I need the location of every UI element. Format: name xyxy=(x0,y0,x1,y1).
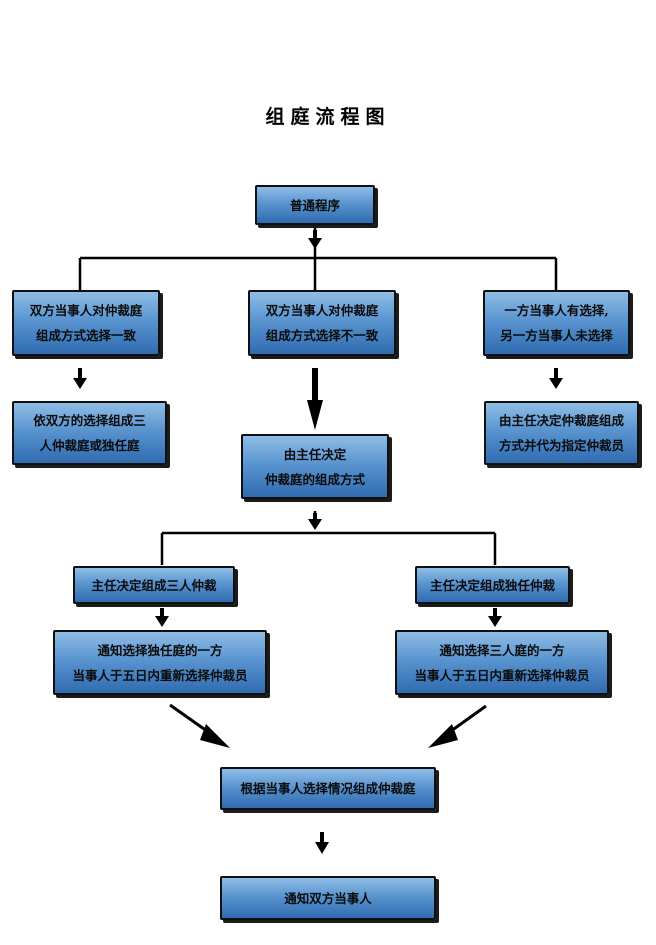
arrow-head-mid xyxy=(307,400,323,430)
node-mid-director-line-1: 由主任决定 xyxy=(283,446,347,462)
node-sole-arbitrator-line-1: 主任决定组成独任仲裁 xyxy=(429,577,555,593)
node-notify-parties: 通知双方当事人 xyxy=(220,876,436,920)
arrow-head-director xyxy=(308,519,322,530)
node-form-tribunal-line-1: 根据当事人选择情况组成仲裁庭 xyxy=(240,781,416,796)
node-mid-director-line-2: 仲裁庭的组成方式 xyxy=(264,471,365,487)
node-left-agree: 双方当事人对仲裁庭 组成方式选择一致 xyxy=(12,290,160,356)
node-right-result: 由主任决定仲裁庭组成 方式并代为指定仲裁员 xyxy=(484,401,639,465)
node-right-one-side: 一方当事人有选择, 另一方当事人未选择 xyxy=(483,290,630,356)
arrow-shaft-director xyxy=(313,513,317,521)
node-left-result-line-1: 依双方的选择组成三 xyxy=(33,413,146,428)
arrow-shaft-final xyxy=(320,832,324,844)
arrow-diagonal-left-head xyxy=(200,724,230,748)
node-right-result-line-2: 方式并代为指定仲裁员 xyxy=(498,438,624,453)
arrow-shaft-sole xyxy=(493,608,497,618)
node-sole-arbitrator: 主任决定组成独任仲裁 xyxy=(415,566,570,604)
node-mid-disagree-line-1: 双方当事人对仲裁庭 xyxy=(265,303,379,318)
arrow-shaft-left xyxy=(78,368,82,379)
node-notify-three: 通知选择三人庭的一方 当事人于五日内重新选择仲裁员 xyxy=(395,630,609,695)
arrow-shaft-start xyxy=(313,230,317,238)
node-notify-sole-line-1: 通知选择独任庭的一方 xyxy=(97,642,223,658)
node-right-one-side-line-1: 一方当事人有选择, xyxy=(504,303,609,318)
arrow-head-sole xyxy=(488,616,502,627)
node-left-result: 依双方的选择组成三 人仲裁庭或独任庭 xyxy=(12,401,167,465)
arrow-diagonal-right-head xyxy=(428,724,458,748)
page-title: 组庭流程图 xyxy=(265,106,391,128)
arrow-head-left xyxy=(73,378,87,389)
node-notify-three-line-1: 通知选择三人庭的一方 xyxy=(439,642,565,658)
node-start: 普通程序 xyxy=(255,185,375,225)
arrow-shaft-mid xyxy=(312,368,318,406)
node-mid-disagree: 双方当事人对仲裁庭 组成方式选择不一致 xyxy=(248,290,396,356)
node-left-agree-line-1: 双方当事人对仲裁庭 xyxy=(29,303,143,318)
node-right-one-side-line-2: 另一方当事人未选择 xyxy=(500,328,613,343)
node-left-agree-line-2: 组成方式选择一致 xyxy=(35,328,136,343)
node-right-result-line-1: 由主任决定仲裁庭组成 xyxy=(498,413,624,428)
node-form-tribunal: 根据当事人选择情况组成仲裁庭 xyxy=(220,767,436,810)
node-left-result-line-2: 人仲裁庭或独任庭 xyxy=(39,438,140,453)
arrow-head-right xyxy=(549,378,563,389)
node-notify-three-line-2: 当事人于五日内重新选择仲裁员 xyxy=(414,667,590,683)
arrow-head-final xyxy=(315,842,329,854)
node-notify-sole-line-2: 当事人于五日内重新选择仲裁员 xyxy=(72,667,248,683)
node-three-member-line-1: 主任决定组成三人仲裁 xyxy=(91,577,217,593)
node-start-line-1: 普通程序 xyxy=(289,197,340,213)
node-mid-director: 由主任决定 仲裁庭的组成方式 xyxy=(241,434,389,499)
node-notify-parties-line-1: 通知双方当事人 xyxy=(284,890,372,906)
arrow-head-start xyxy=(308,238,322,249)
node-mid-disagree-line-2: 组成方式选择不一致 xyxy=(265,328,379,343)
arrow-shaft-three xyxy=(160,608,164,618)
node-three-member: 主任决定组成三人仲裁 xyxy=(73,566,235,604)
node-notify-sole: 通知选择独任庭的一方 当事人于五日内重新选择仲裁员 xyxy=(53,630,267,695)
arrow-head-three xyxy=(155,616,169,627)
arrow-shaft-right xyxy=(554,368,558,379)
